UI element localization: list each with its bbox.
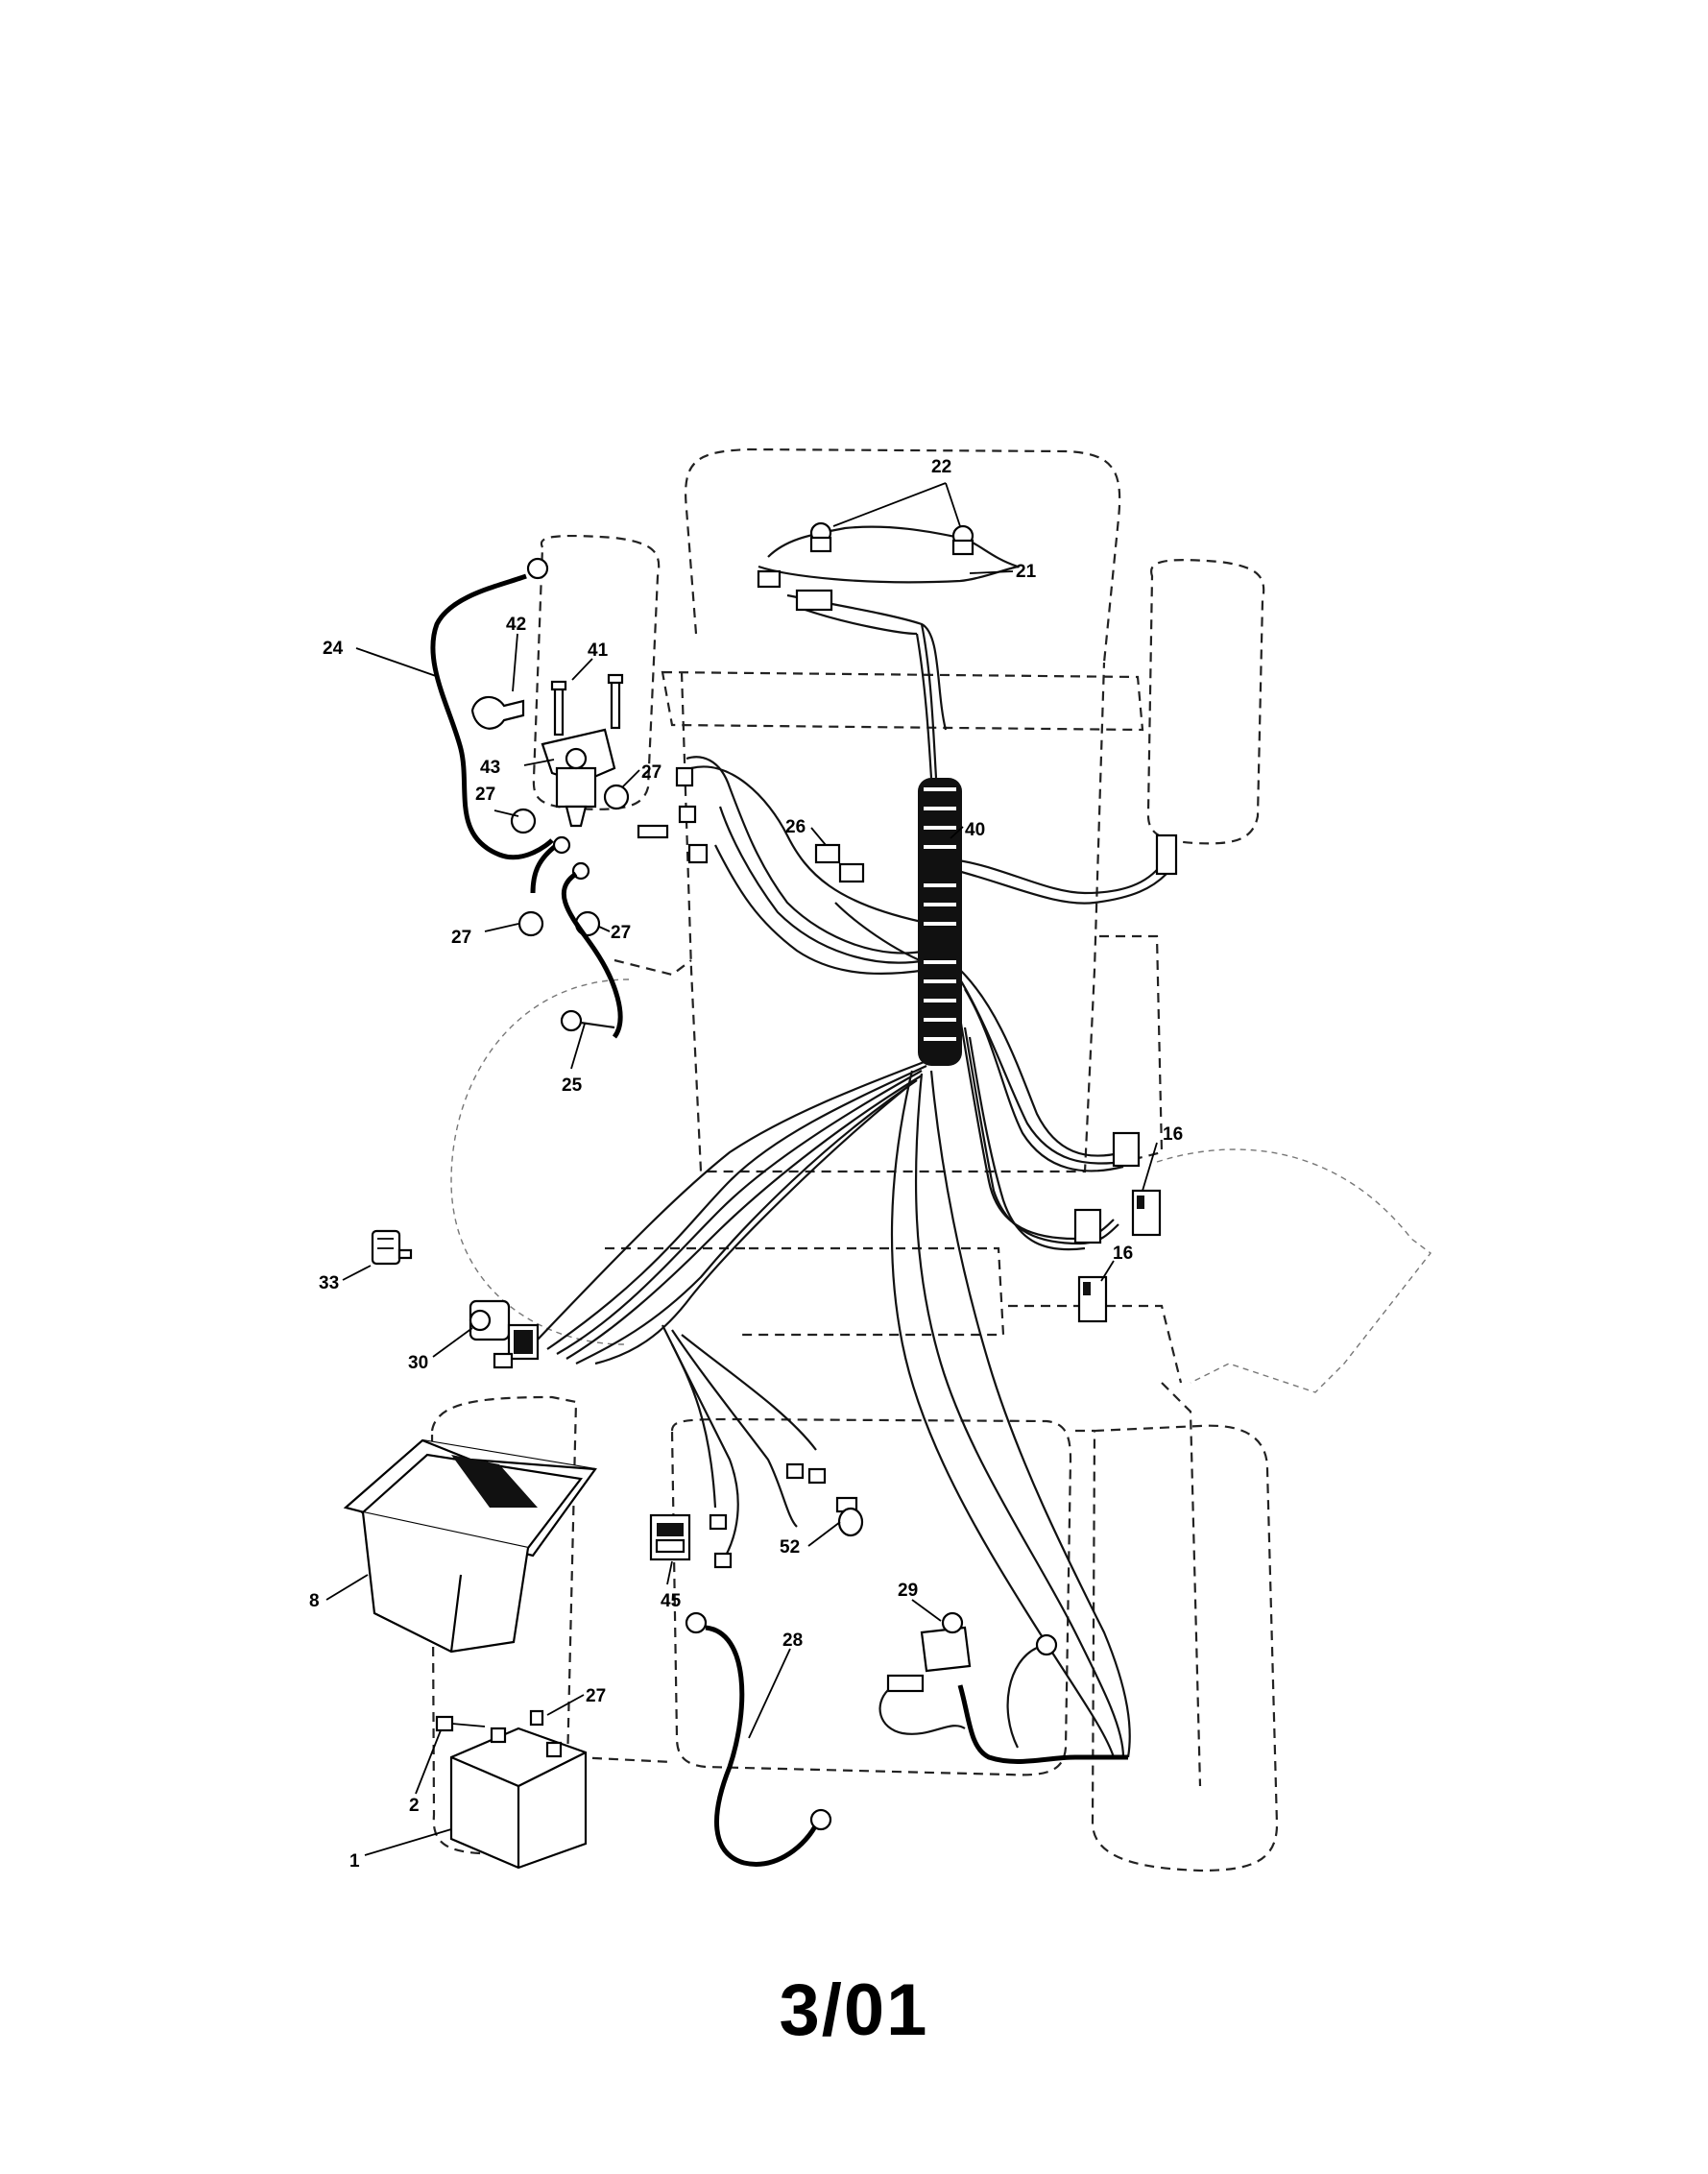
fuse — [814, 843, 865, 883]
callout-2: 2 — [409, 1796, 420, 1816]
leader-lines — [325, 482, 1158, 1856]
battery-cable-positive — [430, 557, 554, 860]
callout-30: 30 — [408, 1353, 428, 1373]
callout-16-upper: 16 — [1163, 1124, 1183, 1145]
harness-plug-b — [678, 805, 697, 824]
callout-16-lower: 16 — [1113, 1244, 1133, 1264]
battery-bolt — [435, 1715, 486, 1732]
hour-meter — [649, 1513, 691, 1561]
light-connector-b — [807, 1467, 827, 1485]
light-connector-a — [785, 1462, 805, 1480]
battery-nut — [529, 1709, 544, 1727]
harness-plug-a — [675, 766, 694, 787]
headlight-bulb-right — [951, 524, 974, 556]
harness-plug-c — [687, 843, 709, 864]
callout-22: 22 — [931, 457, 951, 477]
callout-27-upper-right: 27 — [641, 762, 662, 783]
headlight-bulb-left — [809, 521, 832, 553]
meter-connector-b — [713, 1552, 733, 1569]
terminal-boot — [470, 695, 525, 730]
harness-trunk — [918, 778, 962, 1066]
ignition-key — [371, 1229, 413, 1266]
headlight-connector-b — [795, 589, 833, 612]
meter-connector-a — [709, 1513, 728, 1531]
callout-1: 1 — [349, 1851, 360, 1872]
right-switch-connector — [1155, 833, 1178, 876]
pto-switch — [920, 1611, 972, 1673]
battery-box — [343, 1438, 597, 1654]
callout-26: 26 — [785, 817, 806, 837]
callout-41: 41 — [588, 640, 609, 661]
switch-connector-lower — [1073, 1208, 1108, 1323]
callout-52: 52 — [780, 1537, 800, 1558]
nut-b — [603, 784, 630, 810]
solenoid-bolts — [550, 673, 624, 737]
fuse-holder-tube — [637, 824, 669, 839]
callouts: 22 21 24 42 41 43 27 27 27 27 26 40 25 1… — [309, 457, 1183, 1872]
callout-29: 29 — [898, 1581, 918, 1601]
solenoid — [541, 728, 616, 828]
ignition-switch — [469, 1299, 540, 1369]
nut-a — [510, 808, 537, 834]
battery — [449, 1727, 588, 1870]
callout-45: 45 — [661, 1591, 682, 1611]
ground-cable-upper — [560, 1009, 615, 1032]
callout-40: 40 — [965, 820, 985, 840]
callout-28: 28 — [782, 1630, 803, 1651]
ground-cable-lower — [685, 1611, 832, 1867]
solenoid-cable — [530, 835, 623, 1039]
callout-21: 21 — [1016, 562, 1037, 582]
callout-27-lower-right: 27 — [611, 923, 631, 943]
callout-33: 33 — [319, 1273, 339, 1293]
switch-connector-upper — [1112, 1131, 1162, 1237]
headlight-connector-a — [757, 569, 782, 589]
seat-switch-harness — [878, 1633, 1128, 1764]
callout-43: 43 — [480, 758, 500, 778]
callout-25: 25 — [562, 1075, 583, 1096]
nut-c — [517, 910, 544, 937]
callout-24: 24 — [323, 639, 344, 659]
light-bulb — [835, 1496, 864, 1537]
callout-27-lower-left: 27 — [451, 928, 471, 948]
wire-harness — [537, 525, 1167, 1758]
callout-27-upper-left: 27 — [475, 785, 495, 805]
callout-27-battery: 27 — [586, 1686, 606, 1706]
callout-8: 8 — [309, 1591, 320, 1611]
revision-date: 3/01 — [779, 1969, 929, 2051]
callout-42: 42 — [506, 615, 526, 635]
